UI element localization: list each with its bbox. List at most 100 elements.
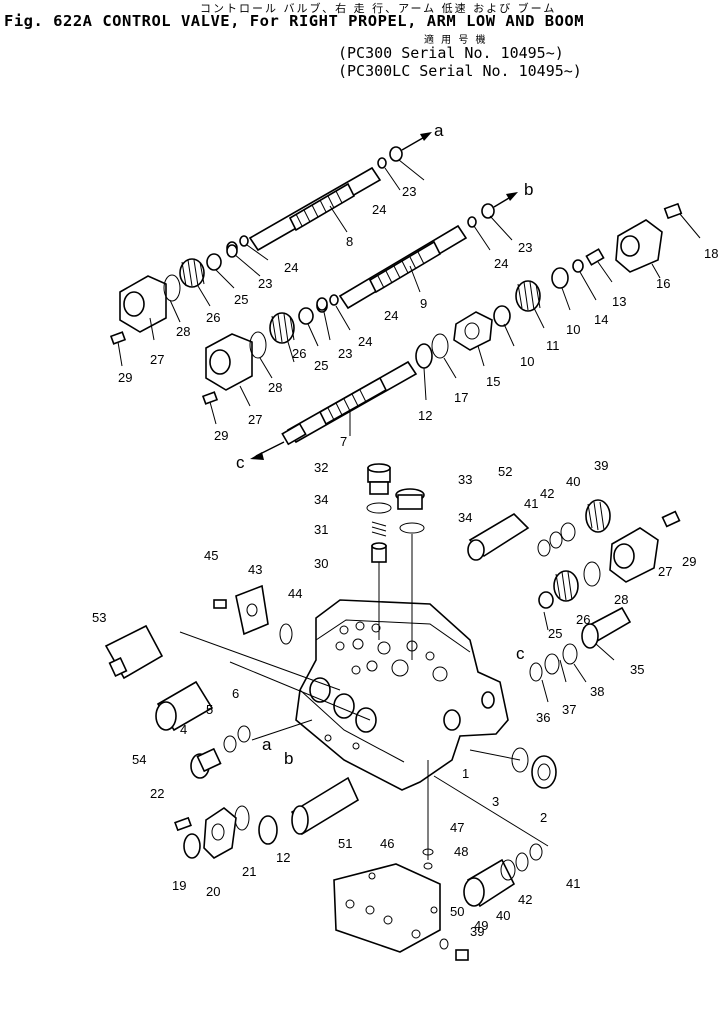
callout: 48	[454, 844, 468, 859]
callout: 54	[132, 752, 146, 767]
callout: 4	[180, 722, 187, 737]
callout: 3	[492, 794, 499, 809]
callout: 8	[346, 234, 353, 249]
callout: 34	[458, 510, 472, 525]
callout: 26	[206, 310, 220, 325]
callout: 30	[314, 556, 328, 571]
callout: 47	[450, 820, 464, 835]
callout: 39	[594, 458, 608, 473]
callout: 17	[454, 390, 468, 405]
japanese-title: コントロール バルブ、右 走 行、アーム 低速 および ブーム	[200, 2, 557, 15]
callout: 6	[232, 686, 239, 701]
spool-9	[316, 192, 518, 341]
callout: 23	[258, 276, 272, 291]
callout: 28	[614, 592, 628, 607]
callout: 12	[418, 408, 432, 423]
callout: 27	[658, 564, 672, 579]
callout: 5	[206, 702, 213, 717]
callout: 40	[496, 908, 510, 923]
callout: 16	[656, 276, 670, 291]
callout: 29	[682, 554, 696, 569]
callout: 12	[276, 850, 290, 865]
callout: 9	[420, 296, 427, 311]
callout: 49	[474, 918, 488, 933]
callout: 38	[590, 684, 604, 699]
callout: 13	[612, 294, 626, 309]
callout: 10	[566, 322, 580, 337]
callout: 26	[576, 612, 590, 627]
callout: 28	[268, 380, 282, 395]
bottom-parts	[333, 747, 557, 961]
serial-line-pc300lc: (PC300LC Serial No. 10495~)	[338, 62, 582, 80]
callout: 44	[288, 586, 302, 601]
callout: 42	[540, 486, 554, 501]
bottom-left-parts	[174, 776, 360, 859]
callout: 43	[248, 562, 262, 577]
left-cap-lower	[201, 297, 328, 425]
callout: 27	[248, 412, 262, 427]
callout: 11	[546, 338, 560, 353]
spool-7	[250, 360, 418, 460]
applicability-label: 適 用 号 機	[424, 35, 488, 46]
callout: 25	[548, 626, 562, 641]
callout: 28	[176, 324, 190, 339]
callout: 19	[172, 878, 186, 893]
callout: 31	[314, 522, 328, 537]
callout: 24	[494, 256, 508, 271]
callout: 46	[380, 836, 394, 851]
marker-c-body: c	[516, 644, 525, 663]
left-cap-upper	[109, 244, 238, 367]
callout: 26	[292, 346, 306, 361]
callout: 24	[284, 260, 298, 275]
valve-body	[295, 599, 509, 791]
callout: 50	[450, 904, 464, 919]
marker-a-top: a	[434, 121, 444, 140]
callout: 52	[498, 464, 512, 479]
callout: 36	[536, 710, 550, 725]
callout: 40	[566, 474, 580, 489]
callout: 22	[150, 786, 164, 801]
callout: 35	[630, 662, 644, 677]
spool-8	[226, 132, 432, 277]
callout: 10	[520, 354, 534, 369]
right-spring-group	[415, 202, 701, 401]
callout: 24	[384, 308, 398, 323]
callout: 27	[150, 352, 164, 367]
callout: 15	[486, 374, 500, 389]
callout: 39	[470, 924, 484, 939]
figure-header: コントロール バルブ、右 走 行、アーム 低速 および ブーム Fig. 622…	[0, 0, 719, 90]
marker-c-top: c	[236, 453, 245, 472]
callout: 42	[518, 892, 532, 907]
callout: 51	[338, 836, 352, 851]
right-body-parts	[529, 510, 681, 703]
marker-a-body: a	[262, 735, 272, 754]
top-plugs	[366, 463, 611, 660]
callout: 23	[338, 346, 352, 361]
callout: 34	[314, 492, 328, 507]
callout: 23	[402, 184, 416, 199]
marker-b-body: b	[284, 749, 293, 768]
callout: 24	[372, 202, 386, 217]
marker-b-top: b	[524, 180, 533, 199]
callout: 37	[562, 702, 576, 717]
callout: 18	[704, 246, 718, 261]
callout: 53	[92, 610, 106, 625]
callout: 7	[340, 434, 347, 449]
callout: 1	[462, 766, 469, 781]
callout: 23	[518, 240, 532, 255]
callout: 25	[234, 292, 248, 307]
callout: 24	[358, 334, 372, 349]
callout: 14	[594, 312, 608, 327]
callout: 41	[524, 496, 538, 511]
figure-title: Fig. 622A CONTROL VALVE, For RIGHT PROPE…	[4, 12, 585, 30]
callout: 21	[242, 864, 256, 879]
callout: 41	[566, 876, 580, 891]
callout: 2	[540, 810, 547, 825]
callout-labels: 1 2 3 4 5 6 7 8 9 10 10 11 12 12 13 14 1…	[92, 184, 718, 939]
callout: 29	[118, 370, 132, 385]
callout: 29	[214, 428, 228, 443]
callout: 25	[314, 358, 328, 373]
left-body-parts	[104, 584, 371, 779]
callout: 45	[204, 548, 218, 563]
